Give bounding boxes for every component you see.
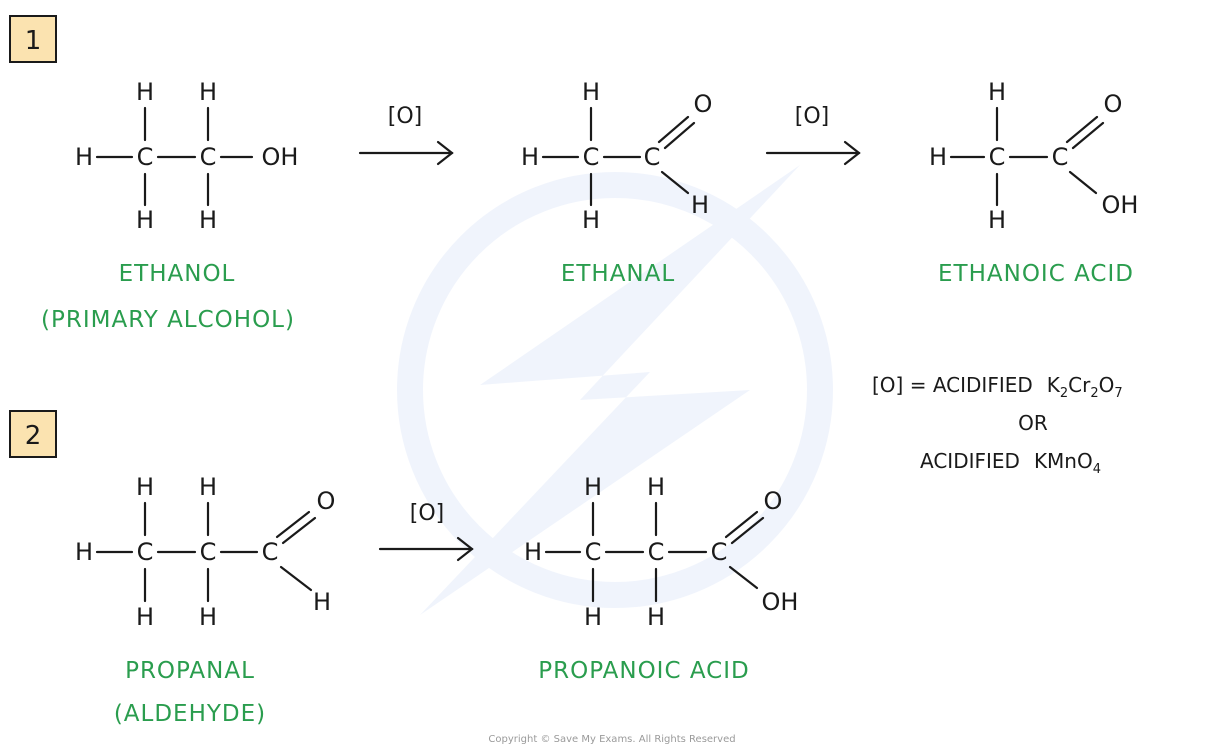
atom-c: C <box>644 143 661 171</box>
atom-h: H <box>199 78 217 106</box>
watermark-logo <box>397 165 833 615</box>
atom-c: C <box>137 538 154 566</box>
ethanoic-acid-structure: H H C C O OH H <box>929 78 1138 234</box>
reagent-label: [O] <box>795 104 829 129</box>
reaction-arrow: [O] <box>358 104 454 166</box>
oxidant-or: OR <box>1018 411 1048 435</box>
reagent-label: [O] <box>388 104 422 129</box>
step-2-label: 2 <box>25 421 42 451</box>
atom-c: C <box>583 143 600 171</box>
atom-h: H <box>988 78 1006 106</box>
atom-h: H <box>136 78 154 106</box>
reaction-arrow: [O] <box>765 104 861 166</box>
atom-h: H <box>647 603 665 631</box>
formula-k: K <box>1047 373 1061 397</box>
ethanal-name: ETHANAL <box>561 261 675 287</box>
reaction-arrow: [O] <box>378 501 474 562</box>
atom-c: C <box>648 538 665 566</box>
atom-h: H <box>988 206 1006 234</box>
atom-o: O <box>764 487 783 515</box>
ethanal-structure: H H C C O H H <box>521 78 712 234</box>
atom-h: H <box>136 603 154 631</box>
atom-h: H <box>199 206 217 234</box>
oxidant-prefix: [O] = ACIDIFIED <box>872 373 1033 397</box>
atom-o: O <box>694 90 713 118</box>
atom-h: H <box>199 603 217 631</box>
atom-h: H <box>582 78 600 106</box>
propanal-name: PROPANAL <box>125 658 255 684</box>
atom-c: C <box>262 538 279 566</box>
propanoic-acid-name: PROPANOIC ACID <box>538 658 749 684</box>
atom-o: O <box>1104 90 1123 118</box>
atom-h: H <box>75 143 93 171</box>
atom-c: C <box>1052 143 1069 171</box>
propanoic-acid-structure: H H H C C C O OH H H <box>524 473 798 631</box>
atom-h: H <box>929 143 947 171</box>
atom-oh: OH <box>762 588 799 616</box>
atom-h: H <box>647 473 665 501</box>
atom-h: H <box>136 473 154 501</box>
atom-h: H <box>691 191 709 219</box>
propanal-structure: H H H C C C O H H H <box>75 473 335 631</box>
atom-h: H <box>582 206 600 234</box>
atom-h: H <box>584 603 602 631</box>
step-1-badge: 1 <box>9 15 57 63</box>
step-2-badge: 2 <box>9 410 57 458</box>
atom-c: C <box>200 143 217 171</box>
ethanoic-acid-name: ETHANOIC ACID <box>938 261 1134 287</box>
atom-c: C <box>200 538 217 566</box>
step-1-label: 1 <box>25 26 42 56</box>
atom-c: C <box>989 143 1006 171</box>
atom-h: H <box>199 473 217 501</box>
atom-h: H <box>136 206 154 234</box>
reagent-label: [O] <box>410 501 444 526</box>
atom-oh: OH <box>1102 191 1139 219</box>
atom-o: O <box>317 487 336 515</box>
atom-c: C <box>711 538 728 566</box>
copyright-text: Copyright © Save My Exams. All Rights Re… <box>488 734 735 745</box>
atom-c: C <box>585 538 602 566</box>
atom-h: H <box>521 143 539 171</box>
ethanol-structure: H H H C C OH H H <box>75 78 298 234</box>
atom-h: H <box>75 538 93 566</box>
atom-h: H <box>313 588 331 616</box>
atom-h: H <box>524 538 542 566</box>
ethanol-name: ETHANOL <box>119 261 236 287</box>
propanal-class: (ALDEHYDE) <box>114 701 266 727</box>
atom-c: C <box>137 143 154 171</box>
atom-h: H <box>584 473 602 501</box>
ethanol-class: (PRIMARY ALCOHOL) <box>41 307 295 333</box>
atom-oh: OH <box>262 143 299 171</box>
